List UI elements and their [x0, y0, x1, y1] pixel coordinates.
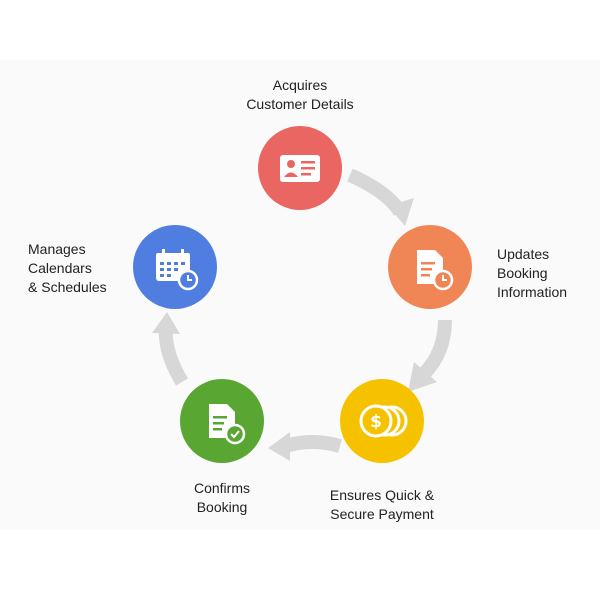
- calendar-clock-icon: [156, 249, 199, 291]
- arrow-3-to-4: [268, 432, 342, 461]
- arrow-2-to-3: [408, 319, 452, 392]
- coins-icon: $: [359, 404, 408, 438]
- id-card-icon: [280, 155, 320, 182]
- step-label-4: Confirms Booking: [193, 480, 250, 515]
- svg-text:$: $: [370, 412, 382, 432]
- document-clock-icon: [417, 250, 454, 291]
- document-check-icon: [209, 404, 246, 445]
- arrows: [152, 168, 452, 461]
- step-label-3: Ensures Quick & Secure Payment: [329, 487, 435, 522]
- arrow-4-to-5: [152, 312, 189, 386]
- step-label-1: Acquires Customer Details: [246, 77, 354, 112]
- arrow-1-to-2: [347, 168, 414, 226]
- step-label-2: Updates Booking Information: [497, 246, 568, 300]
- step-label-5: Manages Calendars & Schedules: [28, 241, 107, 295]
